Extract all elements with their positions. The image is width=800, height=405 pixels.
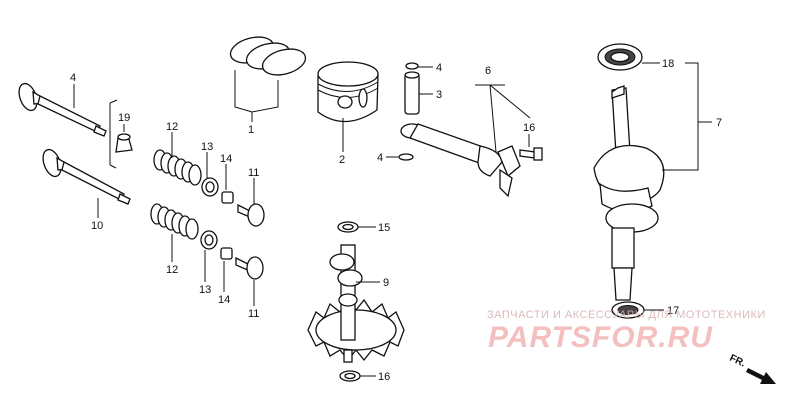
watermark: ЗАПЧАСТИ И АКСЕССУАРЫ ДЛЯ МОТОТЕХНИКИ PA… bbox=[487, 309, 766, 354]
callout-18: 18 bbox=[662, 58, 674, 70]
valve-tappet-lower bbox=[235, 256, 264, 280]
valve-spring-upper bbox=[153, 149, 202, 186]
piston-pin-clip-upper bbox=[405, 62, 419, 70]
valve-tappet-upper bbox=[237, 203, 265, 227]
callout-7: 9 bbox=[383, 277, 389, 289]
callout-3: 3 bbox=[436, 89, 442, 101]
piston-pin bbox=[404, 71, 420, 115]
callout-numbers: 4 10 19 12 12 13 13 14 14 11 11 1 2 4 3 … bbox=[70, 58, 722, 383]
callout-14-lower: 14 bbox=[218, 294, 230, 306]
callout-10: 10 bbox=[91, 220, 103, 232]
callout-2: 2 bbox=[339, 154, 345, 166]
exhaust-valve bbox=[42, 148, 131, 205]
crankshaft-seal bbox=[611, 301, 645, 319]
camshaft-shim-upper bbox=[337, 221, 359, 233]
camshaft bbox=[307, 244, 405, 363]
piston-pin-clip-lower bbox=[398, 153, 414, 161]
callout-17: 17 bbox=[667, 305, 679, 317]
valve-collar-upper bbox=[221, 191, 234, 204]
piston bbox=[317, 61, 379, 123]
watermark-brand: PARTSFOR.RU bbox=[488, 321, 713, 354]
callout-16-lower: 16 bbox=[378, 371, 390, 383]
camshaft-shim-lower bbox=[339, 370, 361, 382]
callout-13-upper: 13 bbox=[201, 141, 213, 153]
watermark-subtitle: ЗАПЧАСТИ И АКСЕССУАРЫ ДЛЯ МОТОТЕХНИКИ bbox=[487, 309, 766, 321]
connecting-rod bbox=[400, 123, 521, 198]
spring-retainer-lower bbox=[200, 230, 218, 250]
connecting-rod-bolt bbox=[519, 147, 543, 161]
callout-12-upper: 12 bbox=[166, 121, 178, 133]
callout-4-lower: 4 bbox=[377, 152, 383, 164]
callout-13-lower: 13 bbox=[199, 284, 211, 296]
front-arrow-icon bbox=[746, 368, 776, 384]
callout-12-lower: 12 bbox=[166, 264, 178, 276]
leader-lines bbox=[73, 62, 712, 377]
valve-spring-lower bbox=[150, 203, 199, 240]
crankshaft-bearing bbox=[597, 43, 643, 71]
front-direction-marker: FR. bbox=[728, 353, 776, 384]
callout-4-upper: 4 bbox=[436, 62, 442, 74]
valve-stem-seal bbox=[109, 99, 133, 169]
callout-6: 7 bbox=[716, 117, 722, 129]
valve-collar-lower bbox=[220, 247, 233, 260]
callout-11-upper: 11 bbox=[248, 167, 259, 179]
callout-15: 16 bbox=[523, 122, 535, 134]
callout-16-upper: 15 bbox=[378, 222, 390, 234]
callout-1: 1 bbox=[248, 124, 254, 136]
callout-5: 6 bbox=[485, 65, 491, 77]
piston-ring-set bbox=[229, 36, 307, 76]
spring-retainer-upper bbox=[201, 177, 219, 197]
front-direction-label: FR. bbox=[728, 353, 747, 370]
crankshaft bbox=[593, 85, 665, 301]
callout-19: 19 bbox=[118, 112, 130, 124]
intake-valve bbox=[18, 82, 107, 137]
callout-11-lower: 11 bbox=[248, 308, 259, 320]
callout-14-upper: 14 bbox=[220, 153, 232, 165]
callout-9: 4 bbox=[70, 72, 76, 84]
